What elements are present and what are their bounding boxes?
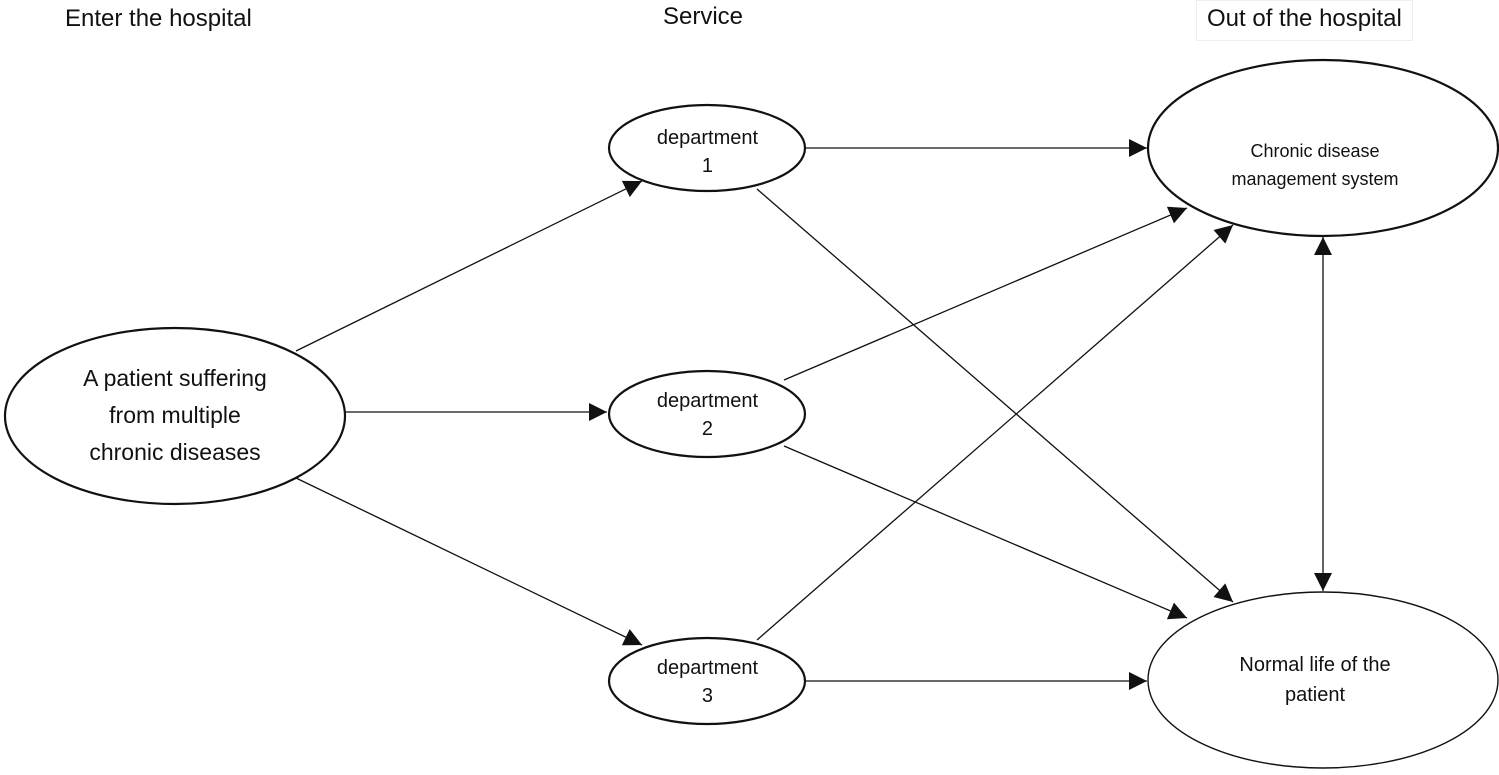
node-department-2 [607, 369, 807, 459]
nodes-layer [3, 58, 1499, 769]
arrow-dep2-to-cdms [783, 206, 1188, 381]
arrow-dep1-to-normal [756, 188, 1234, 603]
header-enter-hospital: Enter the hospital [65, 5, 252, 32]
arrow-dep3-to-cdms [756, 224, 1234, 641]
node-patient [3, 326, 347, 506]
node-normal-life [1147, 591, 1499, 769]
arrow-dep2-to-normal [783, 445, 1188, 620]
edges-layer [295, 139, 1332, 690]
node-chronic-disease-management-system [1146, 58, 1499, 238]
arrow-patient-to-dep1 [295, 180, 643, 352]
arrow-patient-to-dep3 [295, 477, 643, 646]
node-department-3 [607, 636, 807, 726]
node-department-1 [607, 103, 807, 193]
header-service: Service [663, 3, 744, 30]
header-out-of-hospital: Out of the hospital [1196, 0, 1413, 41]
